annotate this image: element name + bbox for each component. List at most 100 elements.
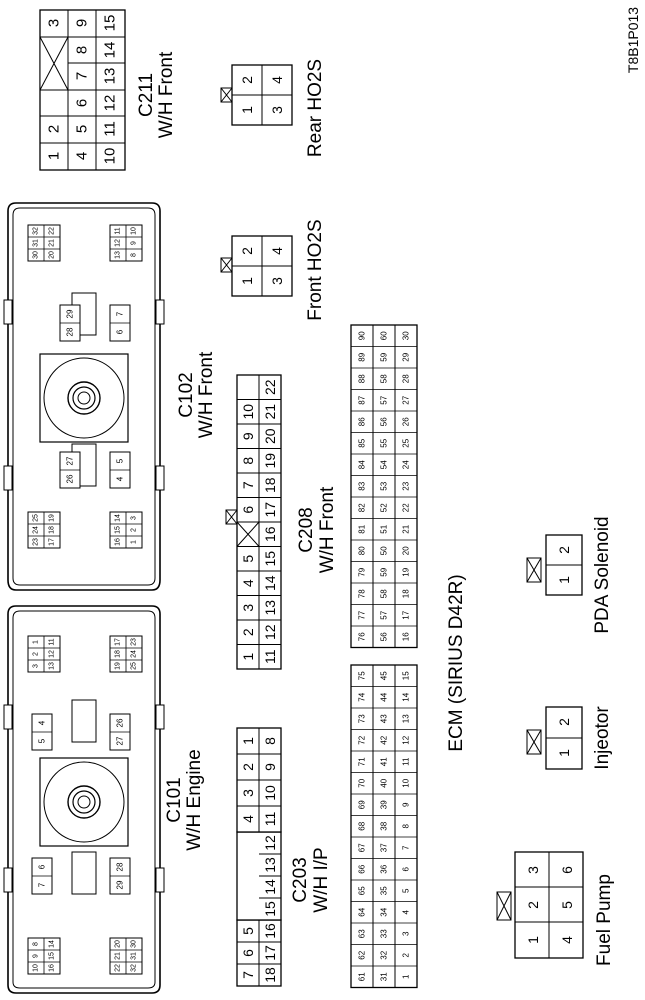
ecm-lower-pin: 64 (358, 907, 367, 916)
c102-group-top-left-pin: 22 (49, 227, 56, 235)
ecm-upper-pin: 78 (358, 589, 367, 598)
c208-pin: 21 (262, 404, 278, 420)
c101-group-top-left-pin: 1 (33, 640, 40, 644)
c203-pin: 17 (262, 945, 278, 961)
c203-pin: 14 (262, 879, 278, 895)
ecm-upper-pin: 17 (402, 610, 411, 619)
c208-sub: W/H Front (317, 486, 338, 573)
c208-pin: 16 (262, 526, 278, 542)
front-ho2s-pin-4: 4 (269, 247, 285, 255)
connector-pda-solenoid: 1 2 (526, 534, 583, 596)
ecm-lower-pin: 75 (358, 671, 367, 680)
ecm-lower-pin: 62 (358, 950, 367, 959)
c208-pin: 13 (262, 600, 278, 616)
c102-group-bot-right-pin: 1 (131, 540, 138, 544)
c102-group-4-5-pin: 5 (116, 458, 125, 463)
c101-pin-groups: 3211312111918172524235427267629281098161… (27, 635, 143, 975)
c208-pin: 17 (262, 502, 278, 518)
c102-group-bot-left-pin: 19 (49, 514, 56, 522)
c208-pin: 12 (262, 624, 278, 640)
c211-pin: 14 (102, 42, 119, 59)
c211-pin: 12 (102, 95, 119, 112)
c101-group-bot-left-pin: 14 (49, 940, 56, 948)
ecm-upper-pin: 54 (380, 460, 389, 469)
ecm-lower-pin: 33 (380, 929, 389, 938)
c208-name: C208 (296, 507, 317, 552)
c102-group-bot-right-pin: 2 (131, 528, 138, 532)
c102-group-top-right-pin: 9 (131, 241, 138, 245)
c203-pin: 4 (240, 815, 256, 823)
injector-pin-1: 1 (556, 749, 572, 757)
ecm-lower-pin: 5 (402, 888, 411, 893)
c211-pin: 4 (74, 152, 91, 160)
ecm-lower-pin: 39 (380, 800, 389, 809)
ecm-lower-pin: 7 (402, 845, 411, 850)
c203-pin: 2 (240, 763, 256, 771)
ecm-upper-pin: 51 (380, 524, 389, 533)
c101-group-bot-right-pin: 21 (115, 952, 122, 960)
ecm-upper-pin: 81 (358, 524, 367, 533)
c208-pin: 20 (262, 428, 278, 444)
ecm-upper-pin: 21 (402, 524, 411, 533)
pda-pin-1: 1 (556, 576, 572, 584)
ecm-upper-pin: 27 (402, 395, 411, 404)
c203-pin: 5 (240, 927, 256, 935)
ecm-lower-grid: 6162636465666768697071727374753132333435… (350, 664, 418, 989)
c101-name: C101 (164, 777, 185, 822)
connector-c102: 3031322021221312118910282967262745232425… (3, 202, 165, 591)
c102-sub: W/H Front (196, 351, 217, 438)
rear-ho2s-pin-2: 2 (239, 76, 255, 84)
ecm-upper-pin: 53 (380, 481, 389, 490)
ecm-upper-pin: 89 (358, 352, 367, 361)
ecm-lower-pin: 63 (358, 929, 367, 938)
c203-name: C203 (290, 857, 311, 902)
ecm-title: ECM (SIRIUS D42R) (446, 574, 467, 751)
ecm-upper-pin: 80 (358, 546, 367, 555)
c203-pin: 6 (240, 949, 256, 957)
c101-group-5-4-pin: 4 (38, 720, 47, 725)
c101-sub: W/H Engine (184, 749, 205, 850)
c102-group-bot-right-pin: 15 (115, 526, 122, 534)
c102-name: C102 (176, 372, 197, 417)
c101-group-bot-right-pin: 32 (131, 964, 138, 972)
ecm-upper-pin: 56 (380, 632, 389, 641)
fuel-pump-pin-4: 4 (559, 936, 575, 944)
c101-group-bot-right-pin: 20 (115, 940, 122, 948)
c102-group-6-7-pin: 7 (116, 311, 125, 316)
ecm-upper-pin: 90 (358, 331, 367, 340)
c102-group-bot-left-pin: 18 (49, 526, 56, 534)
c208-pin: 2 (240, 628, 256, 636)
ecm-upper-pin: 82 (358, 503, 367, 512)
front-ho2s-pin-2: 2 (239, 247, 255, 255)
c102-group-6-7-pin: 6 (116, 329, 125, 334)
c208-pin: 11 (262, 649, 278, 664)
ecm-upper-pin: 30 (402, 331, 411, 340)
c101-group-top-left-pin: 11 (49, 638, 56, 645)
c102-group-6-7: 67 (109, 304, 131, 342)
ecm-lower-pin: 2 (402, 952, 411, 957)
c102-group-top-right-pin: 11 (115, 227, 122, 234)
fuel-pump-pin-3: 3 (525, 866, 541, 874)
c211-pin: 6 (74, 99, 91, 107)
c102-group-4-5: 45 (109, 451, 131, 489)
c101-group-bot-left-pin: 10 (33, 964, 40, 972)
ecm-upper-pin: 55 (380, 438, 389, 447)
rear-ho2s-name: Rear HO2S (305, 59, 326, 157)
c102-group-top-right-pin: 13 (115, 251, 122, 259)
ecm-lower-pin: 70 (358, 778, 367, 787)
c102-group-bot-left-pin: 23 (33, 538, 40, 546)
ecm-upper-pin: 24 (402, 460, 411, 469)
c211-name: C211 (136, 73, 157, 117)
c102-group-28-29-pin: 29 (66, 309, 75, 318)
ecm-upper-pin: 18 (402, 589, 411, 598)
